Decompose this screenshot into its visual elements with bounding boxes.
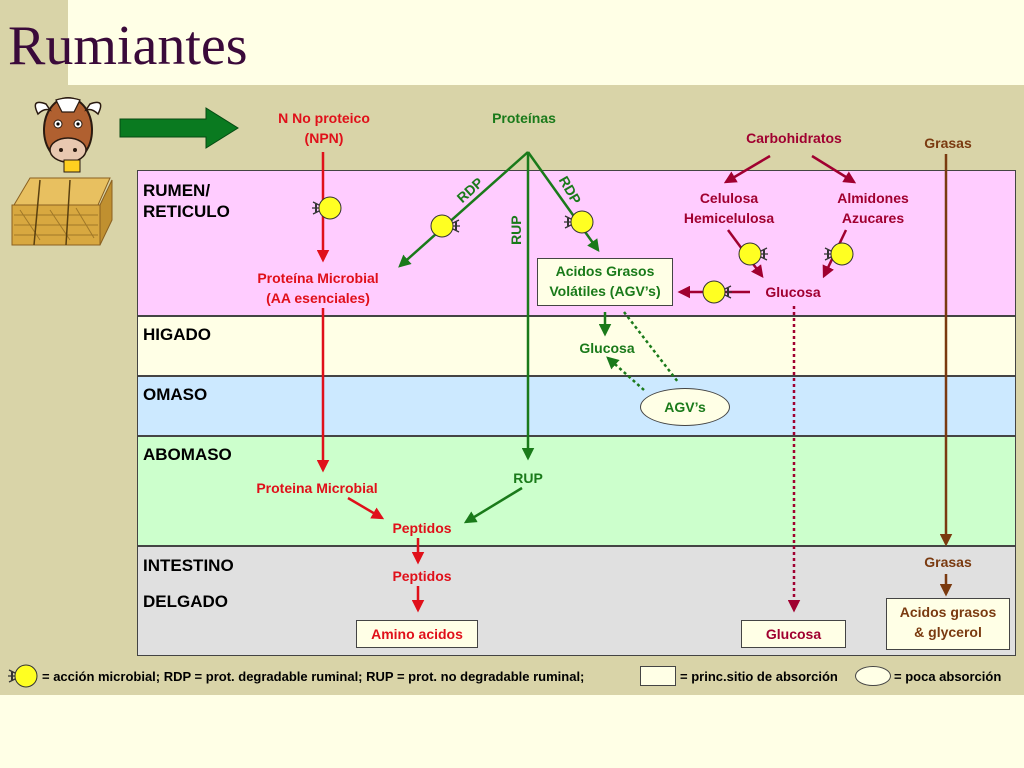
microbe-icon <box>430 214 461 238</box>
zone-higado <box>137 316 1016 376</box>
zone-abomaso <box>137 436 1016 546</box>
legend-box-text: = princ.sitio de absorción <box>680 669 838 684</box>
page-title: Rumiantes <box>8 15 248 77</box>
label-grasas-top: Grasas <box>924 135 972 151</box>
zone-label-intestino-1: INTESTINO <box>143 556 234 575</box>
legend-ellipse-swatch <box>855 666 891 686</box>
label-proteina-microbial: Proteína Microbial(AA esenciales) <box>257 270 379 307</box>
label-carbohidratos: Carbohidratos <box>746 130 842 146</box>
zone-label-abomaso: ABOMASO <box>143 445 232 464</box>
label-proteinas: Proteínas <box>492 110 556 126</box>
box-amino-acidos: Amino acidos <box>356 620 478 648</box>
label-glucosa-higado: Glucosa <box>579 340 635 356</box>
legend-bar <box>0 660 1024 695</box>
zone-label-intestino-2: DELGADO <box>143 592 228 611</box>
cow-head-icon <box>34 97 102 173</box>
microbe-icon <box>823 242 854 266</box>
zone-omaso <box>137 376 1016 436</box>
label-grasas-intestino: Grasas <box>924 554 972 570</box>
label-proteina-microbial-abomaso: Proteina Microbial <box>256 480 378 496</box>
big-arrow-icon <box>119 107 239 149</box>
zone-label-higado: HIGADO <box>143 325 211 344</box>
label-peptidos-2: Peptidos <box>392 568 452 584</box>
legend-ellipse-text: = poca absorción <box>894 669 1002 684</box>
microbe-icon <box>702 280 733 304</box>
label-rup-abomaso: RUP <box>513 470 543 486</box>
label-glucosa-rumen: Glucosa <box>765 284 821 300</box>
title-sidebar <box>0 0 68 85</box>
zone-label-rumen: RUMEN/RETICULO <box>143 181 230 222</box>
zone-intestino <box>137 546 1016 656</box>
legend-microbial-text: = acción microbial; RDP = prot. degradab… <box>42 669 585 684</box>
label-peptidos-1: Peptidos <box>392 520 452 536</box>
ellipse-agvs: AGV’s <box>640 388 730 426</box>
label-npn: N No proteico(NPN) <box>278 110 370 147</box>
microbe-icon <box>7 664 38 688</box>
microbe-icon <box>738 242 769 266</box>
zone-label-omaso: OMASO <box>143 385 208 404</box>
box-glucosa: Glucosa <box>741 620 846 648</box>
box-acidos-grasos: Acidos grasos& glycerol <box>886 598 1010 650</box>
microbe-icon <box>311 196 342 220</box>
hay-bale-icon <box>11 177 113 246</box>
microbe-icon <box>563 210 594 234</box>
legend-box-swatch <box>640 666 676 686</box>
